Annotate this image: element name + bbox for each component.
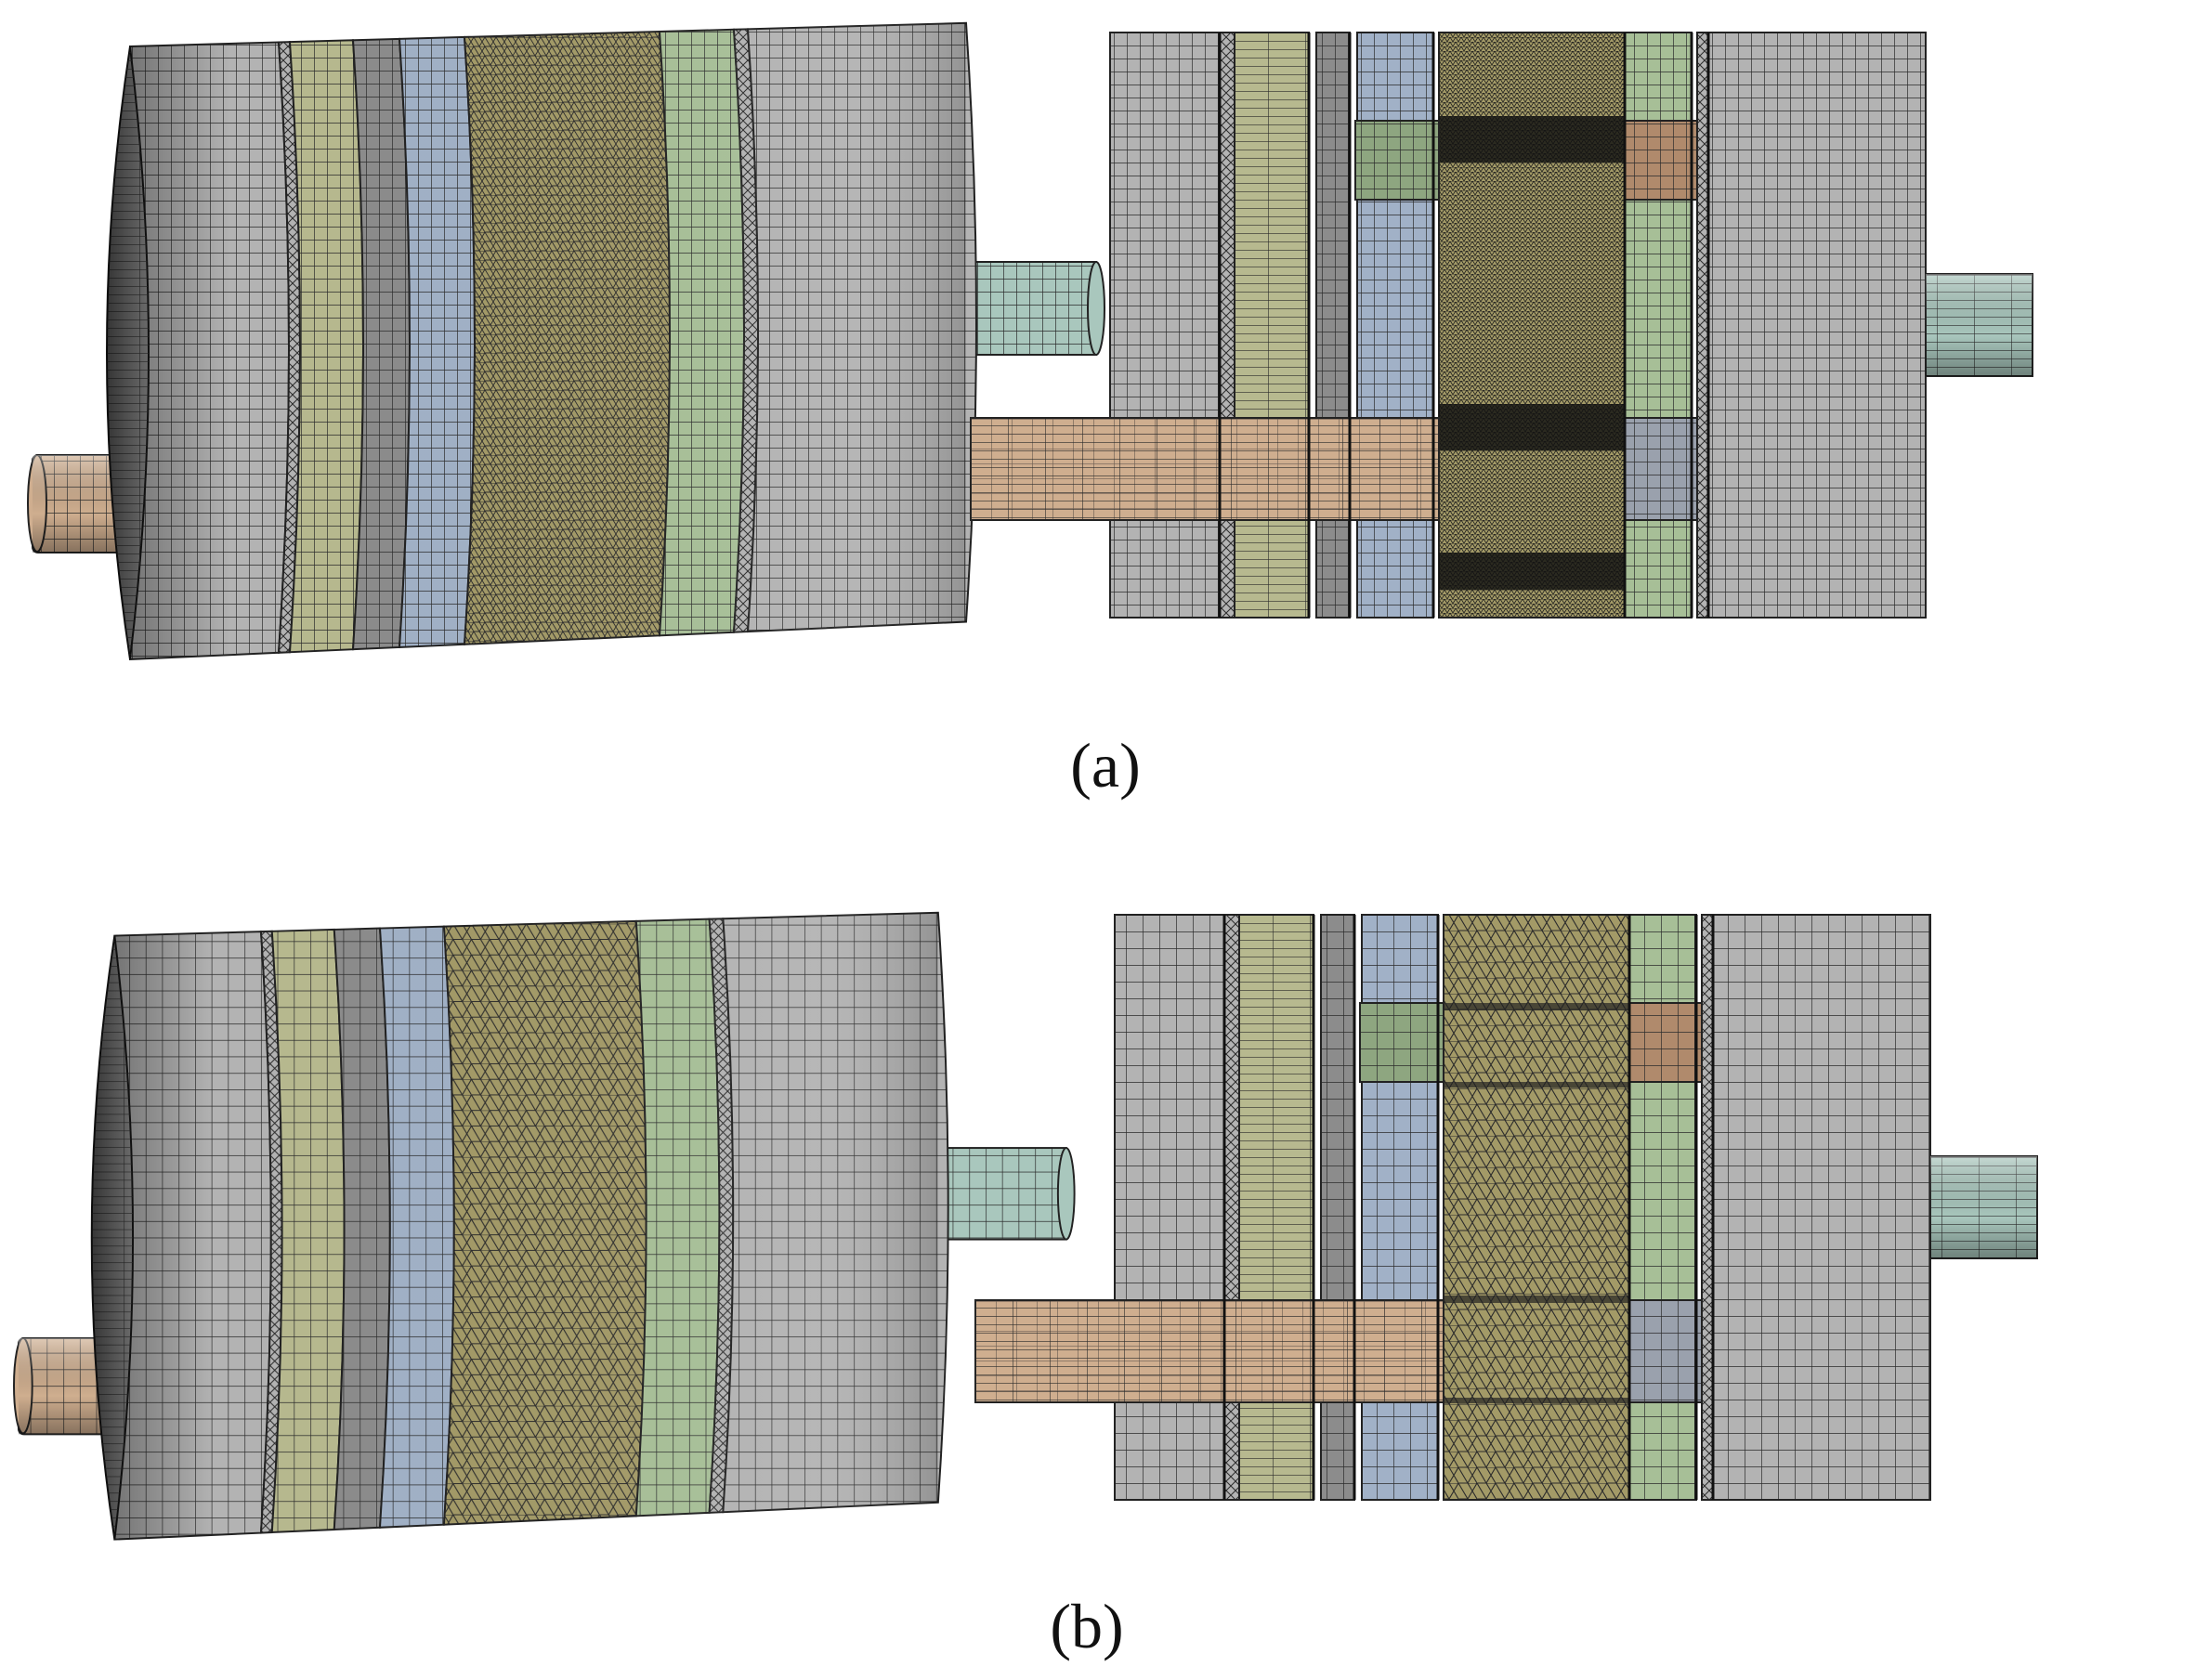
inner-connector-rust [1624,120,1698,201]
shell-block-right [1712,914,1931,1501]
olive-column [1234,32,1310,619]
refinement-band-1 [1444,1082,1629,1087]
weave-strip-left [1219,32,1235,619]
caption-a: (a) [1070,730,1141,801]
outlet-tube [946,1147,1067,1241]
refinement-band-2 [1444,1296,1629,1303]
outlet-tube [974,261,1097,356]
caption-b: (b) [1050,1591,1124,1661]
shell-block-right [1707,32,1927,619]
cross-section-view-a [970,32,2033,619]
refinement-band-1 [1439,404,1625,450]
inner-connector-green [1354,120,1440,201]
cross-section-view-b [974,914,2038,1501]
olive-column [1238,914,1314,1501]
dark-gray-column [1315,32,1351,619]
weave-strip-left [1223,914,1240,1501]
weave-strip-right [1696,32,1709,619]
dark-gray-column [1320,914,1355,1501]
refinement-band-0 [1439,116,1625,163]
inner-connector-slate [1624,417,1698,521]
inner-connector-green [1359,1002,1444,1083]
cylinder-3d-view-a [27,21,1105,661]
weave-strip-right [1701,914,1714,1501]
cylinder-3d-view-b [13,911,1076,1541]
core-column [1443,914,1630,1501]
refinement-band-3 [1444,1398,1629,1403]
inner-connector-slate [1628,1299,1703,1403]
shell-block-left [1114,914,1225,1501]
refinement-band-2 [1439,553,1625,590]
refinement-band-0 [1444,1003,1629,1010]
inner-connector-rust [1628,1002,1703,1083]
shell-block-left [1109,32,1221,619]
